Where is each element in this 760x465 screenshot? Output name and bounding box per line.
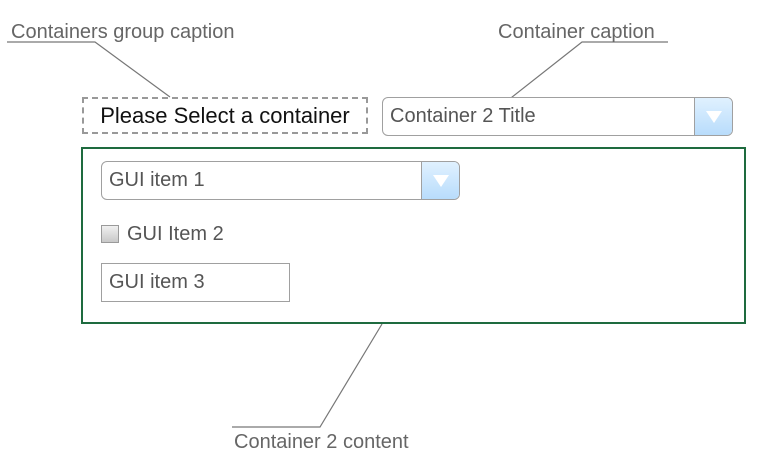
gui-item-3-value: GUI item 3 (109, 271, 205, 293)
group-caption-connector (7, 41, 171, 98)
gui-item-2-label: GUI Item 2 (127, 222, 224, 245)
container-content-annotation: Container 2 content (234, 431, 409, 453)
gui-item-1-dropdown[interactable]: GUI item 1 (101, 161, 460, 200)
container-content-connector (232, 323, 383, 428)
chevron-down-icon (432, 174, 449, 187)
container-selector-value: Container 2 Title (390, 105, 536, 127)
gui-item-2-checkbox[interactable] (101, 225, 119, 243)
group-caption-annotation: Containers group caption (11, 21, 235, 43)
container-content-panel: GUI item 1 GUI Item 2 GUI item 3 (81, 147, 746, 324)
gui-item-1-arrow-button[interactable] (421, 162, 459, 199)
chevron-down-icon (705, 110, 722, 123)
container-caption-annotation: Container caption (498, 21, 655, 43)
container-selector-dropdown[interactable]: Container 2 Title (382, 97, 733, 136)
gui-item-2-checkbox-row[interactable]: GUI Item 2 (101, 222, 224, 246)
gui-item-3-text-input[interactable]: GUI item 3 (101, 263, 290, 302)
group-caption-label: Please Select a container (100, 102, 350, 128)
gui-item-1-value: GUI item 1 (109, 169, 205, 191)
container-selector-arrow-button[interactable] (694, 98, 732, 135)
containers-group-caption: Please Select a container (82, 97, 368, 134)
